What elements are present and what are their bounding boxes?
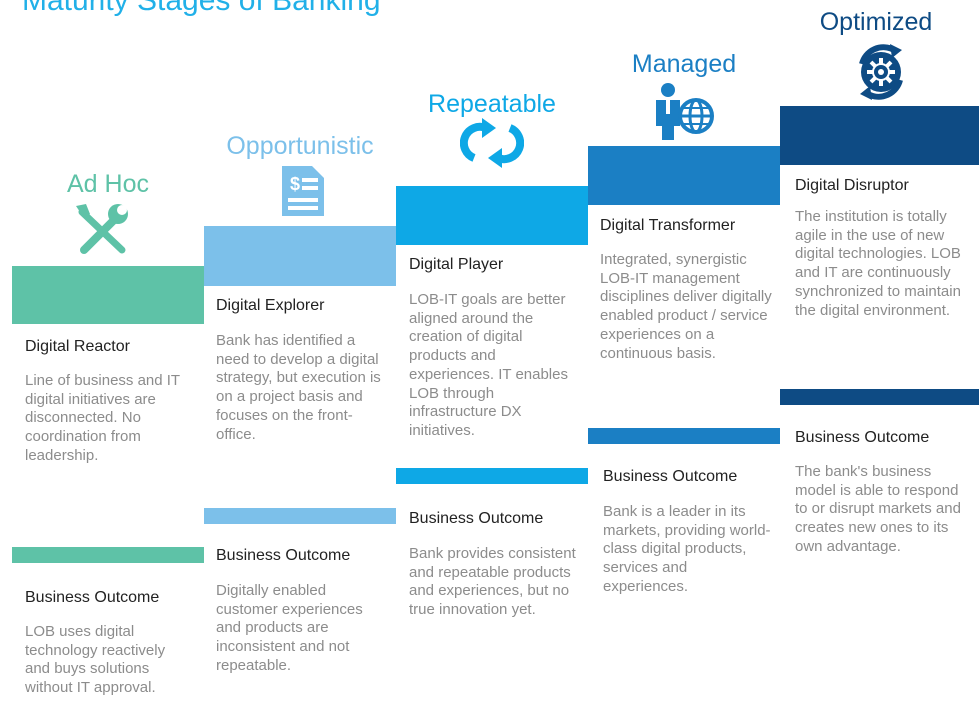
outcome-bar-repeatable: [396, 468, 588, 484]
outcome-text-opportunistic: Digitally enabled customer experiences a…: [216, 582, 363, 674]
stage-title-managed: Managed: [631, 50, 737, 78]
outcome-label-optimized: Business Outcome: [795, 429, 930, 446]
outcome-label-managed: Business Outcome: [603, 468, 738, 485]
stage-description-repeatable: LOB-IT goals are better aligned around t…: [409, 291, 568, 439]
stage-bar-opportunistic: [204, 226, 396, 286]
stage-name-repeatable: Digital Player: [409, 256, 504, 273]
outcome-bar-adhoc: [12, 547, 204, 563]
page-title: Maturity Stages of Banking: [22, 0, 381, 17]
stage-title-optimized: Optimized: [819, 8, 933, 36]
outcome-label-opportunistic: Business Outcome: [216, 547, 351, 564]
outcome-text-managed: Bank is a leader in its markets, providi…: [603, 503, 771, 595]
gear-cycle-icon: [859, 44, 903, 100]
svg-text:$: $: [290, 174, 300, 194]
stage-description-adhoc: Line of business and IT digital initiati…: [25, 372, 180, 464]
outcome-text-adhoc: LOB uses digital technology reactively a…: [25, 623, 166, 697]
stage-bar-adhoc: [12, 266, 204, 324]
outcome-text-repeatable: Bank provides consistent and repeatable …: [409, 545, 576, 619]
outcome-bar-managed: [588, 428, 780, 444]
outcome-label-repeatable: Business Outcome: [409, 510, 544, 527]
stage-bar-repeatable: [396, 186, 588, 245]
stage-name-optimized: Digital Disruptor: [795, 177, 909, 194]
person-globe-icon: [656, 83, 714, 140]
document-dollar-icon: $: [282, 166, 324, 216]
outcome-bar-optimized: [780, 389, 979, 405]
stage-description-opportunistic: Bank has identified a need to develop a …: [216, 332, 381, 443]
stage-description-managed: Integrated, synergistic LOB-IT managemen…: [600, 251, 772, 362]
outcome-bar-opportunistic: [204, 508, 396, 524]
outcome-text-optimized: The bank's business model is able to res…: [795, 463, 961, 555]
tools-icon: [76, 204, 128, 254]
stage-title-adhoc: Ad Hoc: [67, 170, 149, 198]
stage-name-managed: Digital Transformer: [600, 217, 736, 234]
stage-bar-optimized: [780, 106, 979, 165]
stage-name-adhoc: Digital Reactor: [25, 338, 130, 355]
cycle-arrows-icon: [460, 118, 524, 168]
stage-title-repeatable: Repeatable: [428, 90, 556, 118]
stage-title-opportunistic: Opportunistic: [226, 132, 374, 160]
stage-description-optimized: The institution is totally agile in the …: [795, 208, 961, 319]
stage-bar-managed: [588, 146, 780, 205]
stage-name-opportunistic: Digital Explorer: [216, 297, 325, 314]
outcome-label-adhoc: Business Outcome: [25, 589, 160, 606]
